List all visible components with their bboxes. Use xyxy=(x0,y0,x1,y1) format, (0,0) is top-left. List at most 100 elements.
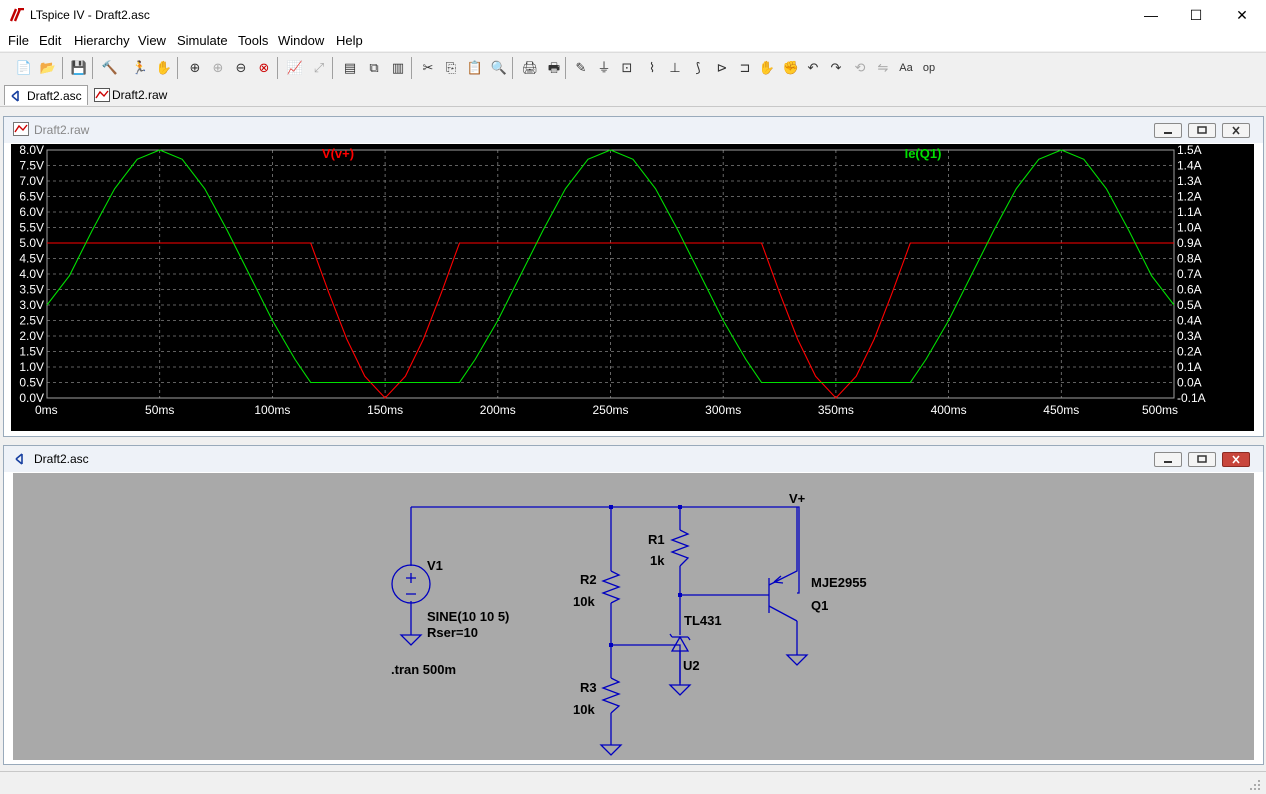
draw-wire-icon[interactable]: ✎ xyxy=(575,60,587,75)
rotate-icon[interactable]: ⟲ xyxy=(854,60,866,75)
y-tick-label-right: 1.0A xyxy=(1177,221,1202,235)
resistor-icon[interactable]: ⌇ xyxy=(648,60,656,75)
menu-edit[interactable]: Edit xyxy=(39,33,62,48)
waveform-close-button[interactable] xyxy=(1222,123,1250,138)
pan-icon[interactable]: ⊕ xyxy=(212,60,224,75)
waveform-window-titlebar: Draft2.raw xyxy=(4,117,1263,143)
x-tick-label: 450ms xyxy=(1043,403,1079,417)
capacitor-icon[interactable]: ⊥ xyxy=(669,60,681,75)
print-setup-icon[interactable]: 🖨 xyxy=(521,60,539,75)
spice-directive-tran[interactable]: .tran 500m xyxy=(391,662,456,677)
trace-v-vplus xyxy=(47,242,1174,399)
close-button[interactable]: ✕ xyxy=(1236,7,1248,23)
tab-draft2-raw[interactable]: Draft2.raw xyxy=(90,85,168,105)
menu-hierarchy[interactable]: Hierarchy xyxy=(74,33,130,48)
menu-help[interactable]: Help xyxy=(336,33,363,48)
halt-icon[interactable]: ✋ xyxy=(155,60,173,75)
find-icon[interactable]: 🔍 xyxy=(490,60,508,75)
tile-vertical-icon[interactable]: ▥ xyxy=(391,60,405,75)
zoom-cancel-icon[interactable]: ⊗ xyxy=(258,60,270,75)
label-r3-value: 10k xyxy=(573,702,595,717)
waveform-icon xyxy=(94,88,110,102)
move-icon[interactable]: ✋ xyxy=(758,60,776,75)
fit-icon[interactable]: ⤢ xyxy=(313,60,325,75)
autorange-icon[interactable]: 📈 xyxy=(286,60,304,75)
maximize-button[interactable]: ☐ xyxy=(1189,7,1203,23)
menu-view[interactable]: View xyxy=(138,33,166,48)
label-r2: R2 xyxy=(580,572,597,587)
control-panel-icon[interactable]: 🔨 xyxy=(101,60,119,75)
x-tick-label: 100ms xyxy=(254,403,290,417)
paste-icon[interactable]: 📋 xyxy=(466,60,484,75)
resize-grip-icon[interactable] xyxy=(1248,778,1262,792)
open-icon[interactable]: 📂 xyxy=(39,60,57,75)
label-q1-part: MJE2955 xyxy=(811,575,867,590)
transistor-q1[interactable] xyxy=(768,507,809,666)
waveform-minimize-button[interactable] xyxy=(1154,123,1182,138)
resistor-r2[interactable] xyxy=(601,570,621,604)
minimize-icon xyxy=(1164,461,1172,463)
schematic-window: Draft2.asc xyxy=(3,445,1264,765)
menu-simulate[interactable]: Simulate xyxy=(177,33,228,48)
trace-label-v[interactable]: V(v+) xyxy=(322,146,354,161)
y-tick-label-left: 1.5V xyxy=(19,345,44,359)
y-tick-label-left: 0.0V xyxy=(19,391,44,405)
waveform-restore-button[interactable] xyxy=(1188,123,1216,138)
tab-bar: Draft2.asc Draft2.raw xyxy=(0,83,1266,107)
y-tick-label-right: 0.3A xyxy=(1177,329,1202,343)
zoom-out-icon[interactable]: ⊖ xyxy=(235,60,247,75)
label-r1-value: 1k xyxy=(650,553,665,568)
run-icon[interactable]: 🏃 xyxy=(131,60,149,75)
ground-icon[interactable]: ⏚ xyxy=(597,60,611,75)
zoom-in-icon[interactable]: ⊕ xyxy=(189,60,201,75)
inductor-icon[interactable]: ⟆ xyxy=(695,60,701,75)
text-icon[interactable]: Aa xyxy=(899,62,913,74)
y-tick-label-right: 0.5A xyxy=(1177,298,1202,312)
schematic-restore-button[interactable] xyxy=(1188,452,1216,467)
diode-icon[interactable]: ⊳ xyxy=(716,60,728,75)
toolbar-separator xyxy=(332,57,333,79)
redo-icon[interactable]: ↷ xyxy=(830,60,842,75)
schematic-minimize-button[interactable] xyxy=(1154,452,1182,467)
cascade-icon[interactable]: ⧉ xyxy=(369,60,379,75)
y-tick-label-right: 0.7A xyxy=(1177,267,1202,281)
label-u2: U2 xyxy=(683,658,700,673)
print-icon[interactable]: 🖶 xyxy=(547,60,561,75)
menu-window[interactable]: Window xyxy=(278,33,325,48)
label-net-icon[interactable]: ⊡ xyxy=(621,60,633,75)
close-icon xyxy=(1232,126,1240,135)
resistor-r3[interactable] xyxy=(599,677,623,756)
schematic-canvas[interactable]: V1 SINE(10 10 5) Rser=10 .tran 500m R1 1… xyxy=(13,473,1254,760)
menu-tools[interactable]: Tools xyxy=(238,33,269,48)
y-tick-label-right: 1.1A xyxy=(1177,205,1202,219)
label-r2-value: 10k xyxy=(573,594,595,609)
resistor-r1[interactable] xyxy=(670,529,690,567)
shunt-regulator-u2[interactable] xyxy=(668,633,692,696)
spice-directive-icon[interactable]: op xyxy=(922,62,936,74)
label-v1: V1 xyxy=(427,558,443,573)
y-tick-label-left: 3.5V xyxy=(19,283,44,297)
y-tick-label-right: 1.3A xyxy=(1177,174,1202,188)
tile-horizontal-icon[interactable]: ▤ xyxy=(343,60,357,75)
drag-icon[interactable]: ✊ xyxy=(782,60,800,75)
y-tick-label-left: 6.5V xyxy=(19,190,44,204)
save-icon[interactable]: 💾 xyxy=(70,60,88,75)
tab-draft2-asc[interactable]: Draft2.asc xyxy=(4,85,88,105)
voltage-source-v1[interactable] xyxy=(391,564,431,646)
undo-icon[interactable]: ↶ xyxy=(807,60,819,75)
x-tick-label: 350ms xyxy=(818,403,854,417)
copy-icon[interactable]: ⎘ xyxy=(445,60,457,75)
label-u2-part: TL431 xyxy=(684,613,722,628)
cut-icon[interactable]: ✂ xyxy=(422,60,434,75)
menu-file[interactable]: File xyxy=(8,33,29,48)
trace-label-ie[interactable]: Ie(Q1) xyxy=(905,146,942,161)
waveform-plot[interactable]: 8.0V7.5V7.0V6.5V6.0V5.5V5.0V4.5V4.0V3.5V… xyxy=(11,144,1254,431)
new-schematic-icon[interactable]: 📄 xyxy=(15,60,33,75)
schematic-close-button[interactable] xyxy=(1222,452,1250,467)
waveform-icon xyxy=(13,122,29,136)
mirror-icon[interactable]: ⇋ xyxy=(877,60,889,75)
minimize-button[interactable]: — xyxy=(1144,7,1158,23)
component-icon[interactable]: ⊐ xyxy=(739,60,751,75)
